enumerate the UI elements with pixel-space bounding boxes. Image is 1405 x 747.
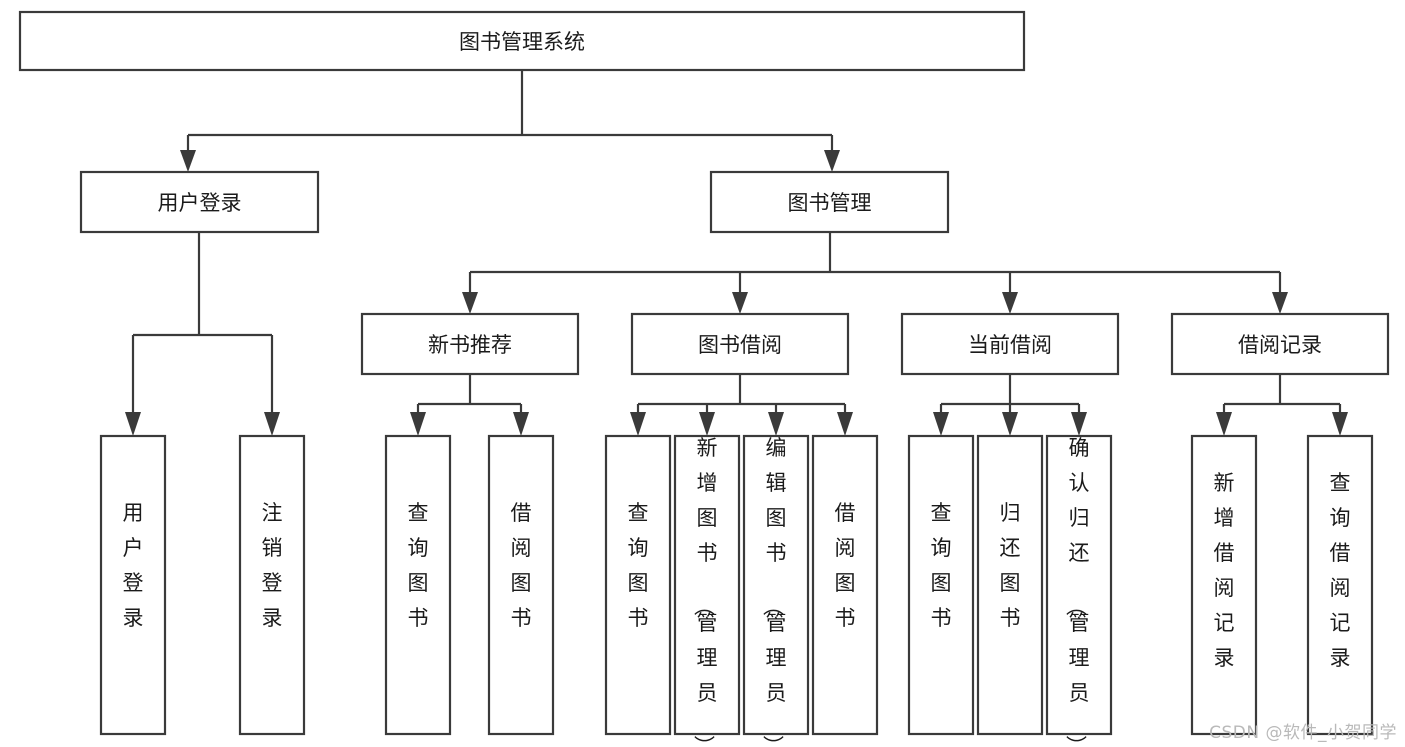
leaf-node-nb-query-book-label: 查询图书 (408, 501, 429, 630)
arrow-head-br-add-record (1216, 412, 1232, 436)
arrow-head-bb-query-book (630, 412, 646, 436)
arrow-head-bb-add-book (699, 412, 715, 436)
leaf-node-br-query-record-box[interactable] (1306, 434, 1374, 736)
node-borrow-record[interactable]: 借阅记录 (1170, 312, 1390, 376)
leaf-node-bb-borrow-book-label: 借阅图书 (835, 501, 856, 630)
connectors-book-manage-to-level3 (462, 232, 1288, 314)
node-root-system[interactable]: 图书管理系统 (18, 10, 1026, 72)
leaf-node-cb-return-book[interactable]: 归还图书 (976, 434, 1044, 736)
node-current-borrow[interactable]: 当前借阅 (900, 312, 1120, 376)
arrow-head-new-book (462, 292, 478, 314)
leaf-node-user-login[interactable]: 用户登录 (99, 434, 167, 736)
leaf-node-bb-add-book-box[interactable] (673, 434, 741, 736)
leaf-node-user-login-box[interactable] (99, 434, 167, 736)
leaf-node-logout[interactable]: 注销登录 (238, 434, 306, 736)
leaf-node-bb-query-book[interactable]: 查询图书 (604, 434, 672, 736)
leaf-node-br-query-record-label: 查询借阅记录 (1330, 471, 1351, 670)
leaf-node-br-add-record-box[interactable] (1190, 434, 1258, 736)
leaf-node-br-add-record-label: 新增借阅记录 (1214, 471, 1235, 670)
arrow-head-bb-edit-book (768, 412, 784, 436)
leaf-node-bb-add-book[interactable]: 新增图书（管理员） (673, 434, 741, 747)
leaf-node-br-query-record[interactable]: 查询借阅记录 (1306, 434, 1374, 736)
node-new-book-recommend-label: 新书推荐 (428, 333, 512, 357)
leaf-node-cb-query-book-box[interactable] (907, 434, 975, 736)
leaf-node-logout-box[interactable] (238, 434, 306, 736)
leaf-node-cb-return-book-label: 归还图书 (1000, 501, 1021, 630)
leaf-node-bb-edit-book[interactable]: 编辑图书（管理员） (742, 434, 810, 747)
arrow-head-cb-return-book (1002, 412, 1018, 436)
arrow-head-cb-query-book (933, 412, 949, 436)
connectors-book-borrow-to-leaves (630, 374, 853, 436)
leaf-node-bb-edit-book-label: 编辑图书（管理员） (761, 436, 787, 747)
leaf-node-nb-borrow-book[interactable]: 借阅图书 (487, 434, 555, 736)
arrow-head-nb-borrow-book (513, 412, 529, 436)
node-new-book-recommend-box[interactable] (360, 312, 580, 376)
connectors-user-login-to-leaves (125, 232, 280, 436)
connectors-root-to-level2 (180, 70, 840, 172)
arrow-head-current-borrow (1002, 292, 1018, 314)
leaf-node-cb-return-book-box[interactable] (976, 434, 1044, 736)
leaf-node-br-add-record[interactable]: 新增借阅记录 (1190, 434, 1258, 736)
connectors-new-book-to-leaves (410, 374, 529, 436)
arrow-head-nb-query-book (410, 412, 426, 436)
node-user-login[interactable]: 用户登录 (79, 170, 320, 234)
node-borrow-record-label: 借阅记录 (1238, 333, 1322, 357)
arrow-head-leaf-user-login (125, 412, 141, 436)
leaf-node-bb-edit-book-box[interactable] (742, 434, 810, 736)
leaf-node-bb-borrow-book-box[interactable] (811, 434, 879, 736)
leaf-node-cb-confirm-return-label: 确认归还（管理员） (1064, 436, 1090, 747)
leaf-node-nb-borrow-book-label: 借阅图书 (511, 501, 532, 630)
leaf-node-bb-query-book-box[interactable] (604, 434, 672, 736)
leaf-node-user-login-label: 用户登录 (123, 501, 144, 630)
node-current-borrow-label: 当前借阅 (968, 333, 1052, 357)
leaf-node-cb-confirm-return[interactable]: 确认归还（管理员） (1045, 434, 1113, 747)
arrow-head-bb-borrow-book (837, 412, 853, 436)
node-book-borrow-label: 图书借阅 (698, 333, 782, 357)
arrow-head-borrow-record (1272, 292, 1288, 314)
leaf-node-cb-confirm-return-box[interactable] (1045, 434, 1113, 736)
node-book-manage-label: 图书管理 (788, 191, 872, 215)
arrow-head-book-manage (824, 150, 840, 172)
arrow-head-leaf-logout (264, 412, 280, 436)
connectors-borrow-record-to-leaves (1216, 374, 1348, 436)
arrow-head-user-login (180, 150, 196, 172)
node-root-system-label: 图书管理系统 (459, 30, 585, 54)
leaf-node-nb-query-book-box[interactable] (384, 434, 452, 736)
node-user-login-box[interactable] (79, 170, 320, 234)
node-book-manage-box[interactable] (709, 170, 950, 234)
leaf-node-bb-add-book-label: 新增图书（管理员） (692, 436, 718, 747)
leaf-node-bb-query-book-label: 查询图书 (628, 501, 649, 630)
node-borrow-record-box[interactable] (1170, 312, 1390, 376)
csdn-watermark: CSDN @软件_小贺同学 (1209, 723, 1397, 743)
arrow-head-book-borrow (732, 292, 748, 314)
node-book-borrow[interactable]: 图书借阅 (630, 312, 850, 376)
connectors-current-borrow-to-leaves (933, 374, 1087, 436)
leaf-node-nb-query-book[interactable]: 查询图书 (384, 434, 452, 736)
leaf-node-cb-query-book[interactable]: 查询图书 (907, 434, 975, 736)
node-user-login-label: 用户登录 (158, 191, 242, 215)
node-new-book-recommend[interactable]: 新书推荐 (360, 312, 580, 376)
arrow-head-br-query-record (1332, 412, 1348, 436)
node-current-borrow-box[interactable] (900, 312, 1120, 376)
arrow-head-cb-confirm-return (1071, 412, 1087, 436)
leaf-node-nb-borrow-book-box[interactable] (487, 434, 555, 736)
leaf-node-logout-label: 注销登录 (262, 501, 283, 630)
node-book-manage[interactable]: 图书管理 (709, 170, 950, 234)
node-book-borrow-box[interactable] (630, 312, 850, 376)
leaf-node-cb-query-book-label: 查询图书 (931, 501, 952, 630)
leaf-node-bb-borrow-book[interactable]: 借阅图书 (811, 434, 879, 736)
node-root-system-box[interactable] (18, 10, 1026, 72)
